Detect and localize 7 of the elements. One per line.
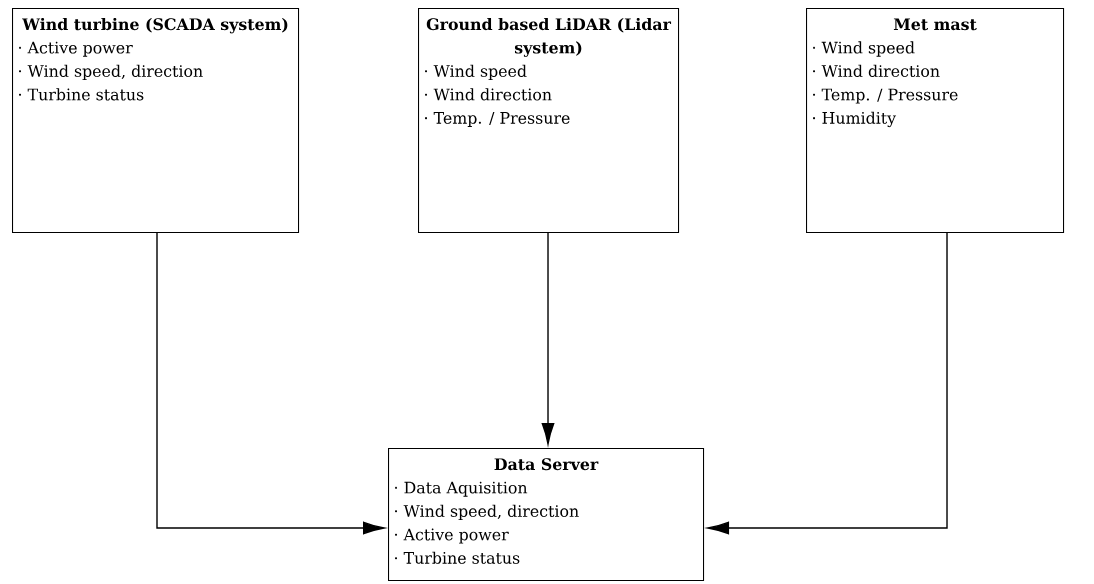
arrow (156, 232, 385, 535)
arrow (541, 232, 555, 445)
data-box: Ground based LiDAR (Lidar system) · Wind speed · Wind direction · Temp. / Pressure (418, 8, 680, 234)
data-box: Data Server · Data Aquisition · Wind speed, direction · Active power · Turbine status (388, 448, 705, 582)
arrow (707, 232, 948, 535)
data-box: Met mast · Wind speed · Wind direction · Temp. / Pressure · Humidity (806, 8, 1065, 234)
data-box: Wind turbine (SCADA system) · Active power · Wind speed, direction · Turbine status (12, 8, 300, 234)
